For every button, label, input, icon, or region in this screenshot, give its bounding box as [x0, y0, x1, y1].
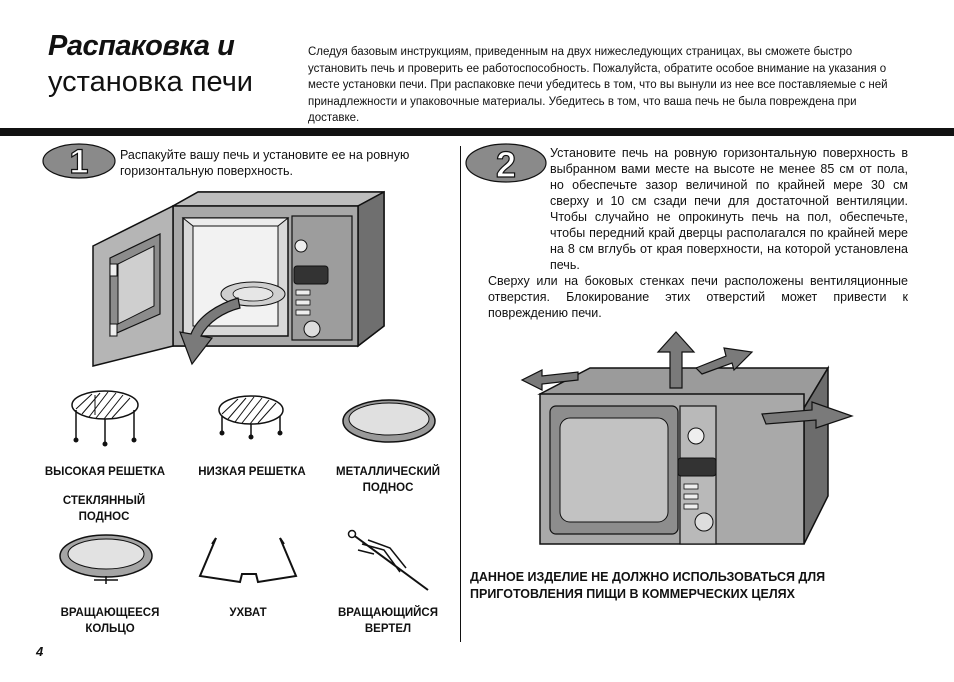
metal-tray-icon [342, 399, 436, 443]
accessory-label-low-rack: НИЗКАЯ РЕШЕТКА [198, 466, 306, 478]
rotisserie-spit-icon [347, 529, 429, 591]
accessory-label-high-rack: ВЫСОКАЯ РЕШЕТКА [44, 466, 166, 478]
commercial-use-warning: ДАННОЕ ИЗДЕЛИЕ НЕ ДОЛЖНО ИСПОЛЬЗОВАТЬСЯ … [470, 570, 826, 601]
accessory-label-metal-tray: МЕТАЛЛИЧЕСКИЙ ПОДНОС [335, 466, 440, 494]
step1-number: 1 [70, 143, 89, 181]
accessory-label-glass-tray: СТЕКЛЯННЫЙ ПОДНОС [62, 495, 146, 523]
step1-badge: 1 [42, 142, 116, 182]
closed-microwave-icon [520, 331, 854, 545]
step2-badge: 2 [465, 143, 547, 186]
step2-text: Установите печь на ровную горизонтальную… [488, 145, 908, 321]
page-title-line2: установка печи [48, 66, 253, 98]
header-divider [0, 128, 954, 136]
page-number: 4 [36, 644, 44, 659]
open-microwave-icon [92, 190, 385, 367]
step2-number: 2 [496, 144, 516, 185]
high-rack-icon [71, 390, 139, 447]
handle-icon [198, 537, 298, 584]
column-divider [460, 146, 461, 642]
page-title-line1: Распаковка и [48, 30, 235, 62]
low-rack-icon [218, 395, 284, 440]
step1-text: Распакуйте вашу печь и установите ее на … [120, 148, 410, 178]
accessory-label-handle: УХВАТ [229, 607, 267, 619]
accessory-label-rotisserie-spit: ВРАЩАЮЩИЙСЯ ВЕРТЕЛ [338, 607, 438, 635]
intro-paragraph: Следуя базовым инструкциям, приведенным … [308, 46, 888, 124]
step2-para1: Установите печь на ровную горизонтальную… [550, 146, 908, 272]
step2-para2: Сверху или на боковых стенках печи распо… [488, 274, 908, 320]
accessory-label-rotating-ring: ВРАЩАЮЩЕЕСЯ КОЛЬЦО [60, 607, 160, 635]
glass-tray-icon [59, 534, 153, 584]
